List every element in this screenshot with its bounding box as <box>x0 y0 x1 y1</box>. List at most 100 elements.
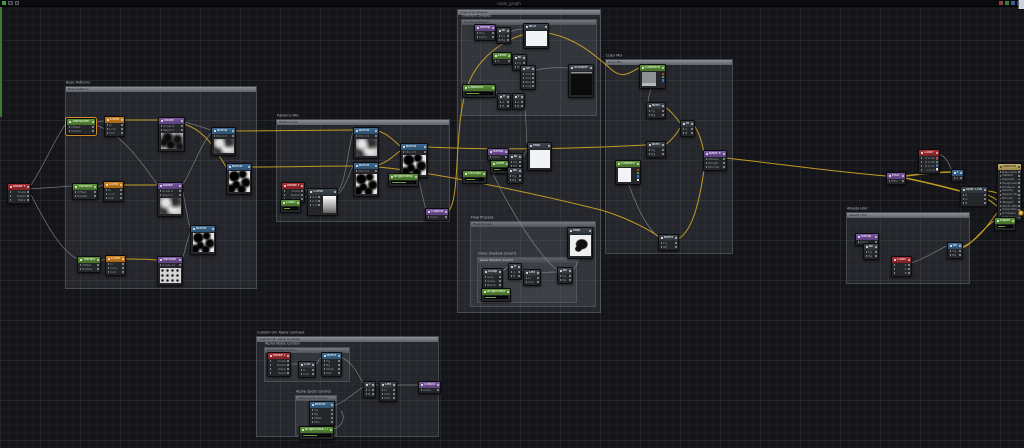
output-pin[interactable] <box>983 198 986 200</box>
output-pin[interactable] <box>121 271 124 273</box>
input-pin[interactable] <box>510 161 513 163</box>
channel-pin[interactable] <box>661 82 664 86</box>
input-pin[interactable] <box>865 255 868 257</box>
input-pin[interactable] <box>269 368 272 370</box>
output-pin[interactable] <box>91 130 94 132</box>
output-pin[interactable] <box>874 251 877 253</box>
titlebar-mini-button-2[interactable] <box>1005 1 1009 5</box>
input-pin[interactable] <box>381 389 384 391</box>
node-blend-n06[interactable]: Blend <box>226 163 252 195</box>
input-pin[interactable] <box>514 101 517 103</box>
input-pin[interactable] <box>509 175 512 177</box>
input-pin[interactable] <box>355 170 358 172</box>
input-pin[interactable] <box>648 110 651 112</box>
output-pin[interactable] <box>300 190 303 192</box>
value-slider[interactable] <box>997 225 1013 228</box>
input-pin[interactable] <box>68 126 71 128</box>
output-pin[interactable] <box>674 242 677 244</box>
node-shape-n38[interactable]: ShapeSizeSidesBlend <box>482 268 503 289</box>
input-pin[interactable] <box>107 267 110 269</box>
output-pin[interactable] <box>506 101 509 103</box>
output-pin[interactable] <box>517 271 520 273</box>
output-pin[interactable] <box>121 267 124 269</box>
output-pin[interactable] <box>311 373 314 375</box>
value-slider[interactable] <box>493 168 507 171</box>
output-pin[interactable] <box>536 277 539 279</box>
output-pin[interactable] <box>498 276 501 278</box>
output-pin[interactable] <box>722 162 725 164</box>
input-pin[interactable] <box>920 157 923 159</box>
input-pin[interactable] <box>510 275 513 277</box>
node-shape-n27[interactable]: ShapeSizeSidesBlendAngle <box>520 65 536 90</box>
output-pin[interactable] <box>1017 186 1020 188</box>
input-pin[interactable] <box>660 246 663 248</box>
input-pin[interactable] <box>559 275 562 277</box>
output-pin[interactable] <box>392 393 395 395</box>
input-pin[interactable] <box>999 174 1002 177</box>
node-blend-n10[interactable]: Blend <box>190 225 216 255</box>
output-pin[interactable] <box>120 132 123 134</box>
input-pin[interactable] <box>559 279 562 281</box>
input-pin[interactable] <box>365 393 368 395</box>
output-pin[interactable] <box>568 279 571 281</box>
titlebar-mini-button-3[interactable] <box>1011 1 1015 5</box>
node-transform-2d-n07[interactable]: Transform 2DOffsetRotate <box>72 183 98 200</box>
input-pin[interactable] <box>427 216 430 218</box>
output-pin[interactable] <box>317 204 320 206</box>
input-pin[interactable] <box>920 165 923 167</box>
output-pin[interactable] <box>26 195 29 197</box>
input-pin[interactable] <box>269 360 272 362</box>
input-pin[interactable] <box>514 105 517 107</box>
output-pin[interactable] <box>506 105 509 107</box>
output-pin[interactable] <box>371 389 374 391</box>
node-split-channels-n54[interactable]: Split ChannelsRGB <box>960 186 988 207</box>
input-pin[interactable] <box>489 156 492 158</box>
output-pin[interactable] <box>907 272 910 274</box>
node-levels-n65[interactable]: LevelsInMidOut <box>379 381 397 402</box>
input-pin[interactable] <box>381 397 384 399</box>
output-pin[interactable] <box>180 129 183 131</box>
output-pin[interactable] <box>93 191 96 193</box>
input-pin[interactable] <box>893 268 896 270</box>
input-pin[interactable] <box>648 114 651 116</box>
node-map-n37[interactable]: Map <box>527 142 552 171</box>
node-curve-n12[interactable]: CurveInLumOut <box>105 255 126 276</box>
value-slider[interactable] <box>391 181 416 184</box>
input-pin[interactable] <box>999 186 1002 188</box>
output-pin[interactable] <box>392 389 395 391</box>
node-sharpen-n28[interactable]: Sharpen <box>568 64 594 98</box>
node-noise-params-n17[interactable]: Noise ParamsScaleDetailWarp <box>281 182 305 203</box>
input-pin[interactable] <box>269 372 272 374</box>
input-pin[interactable] <box>9 191 12 193</box>
output-pin[interactable] <box>1017 205 1020 207</box>
input-pin[interactable] <box>74 195 77 197</box>
output-pin[interactable] <box>371 393 374 395</box>
output-pin[interactable] <box>180 125 183 127</box>
input-pin[interactable] <box>420 389 423 391</box>
output-pin[interactable] <box>286 364 289 366</box>
corner-widget[interactable] <box>1018 0 1024 9</box>
output-pin[interactable] <box>96 264 99 266</box>
input-pin[interactable] <box>105 193 108 195</box>
input-pin[interactable] <box>514 66 517 68</box>
output-pin[interactable] <box>901 180 904 182</box>
output-pin[interactable] <box>26 199 29 201</box>
input-pin[interactable] <box>300 369 303 371</box>
input-pin[interactable] <box>525 277 528 279</box>
node-curve-n03[interactable]: CurveInLumOut <box>104 116 125 137</box>
output-pin[interactable] <box>286 372 289 374</box>
input-pin[interactable] <box>106 124 109 126</box>
input-pin[interactable] <box>962 202 965 204</box>
input-pin[interactable] <box>682 128 685 130</box>
input-pin[interactable] <box>9 199 12 201</box>
input-pin[interactable] <box>949 254 952 256</box>
channel-pin[interactable] <box>661 72 664 75</box>
